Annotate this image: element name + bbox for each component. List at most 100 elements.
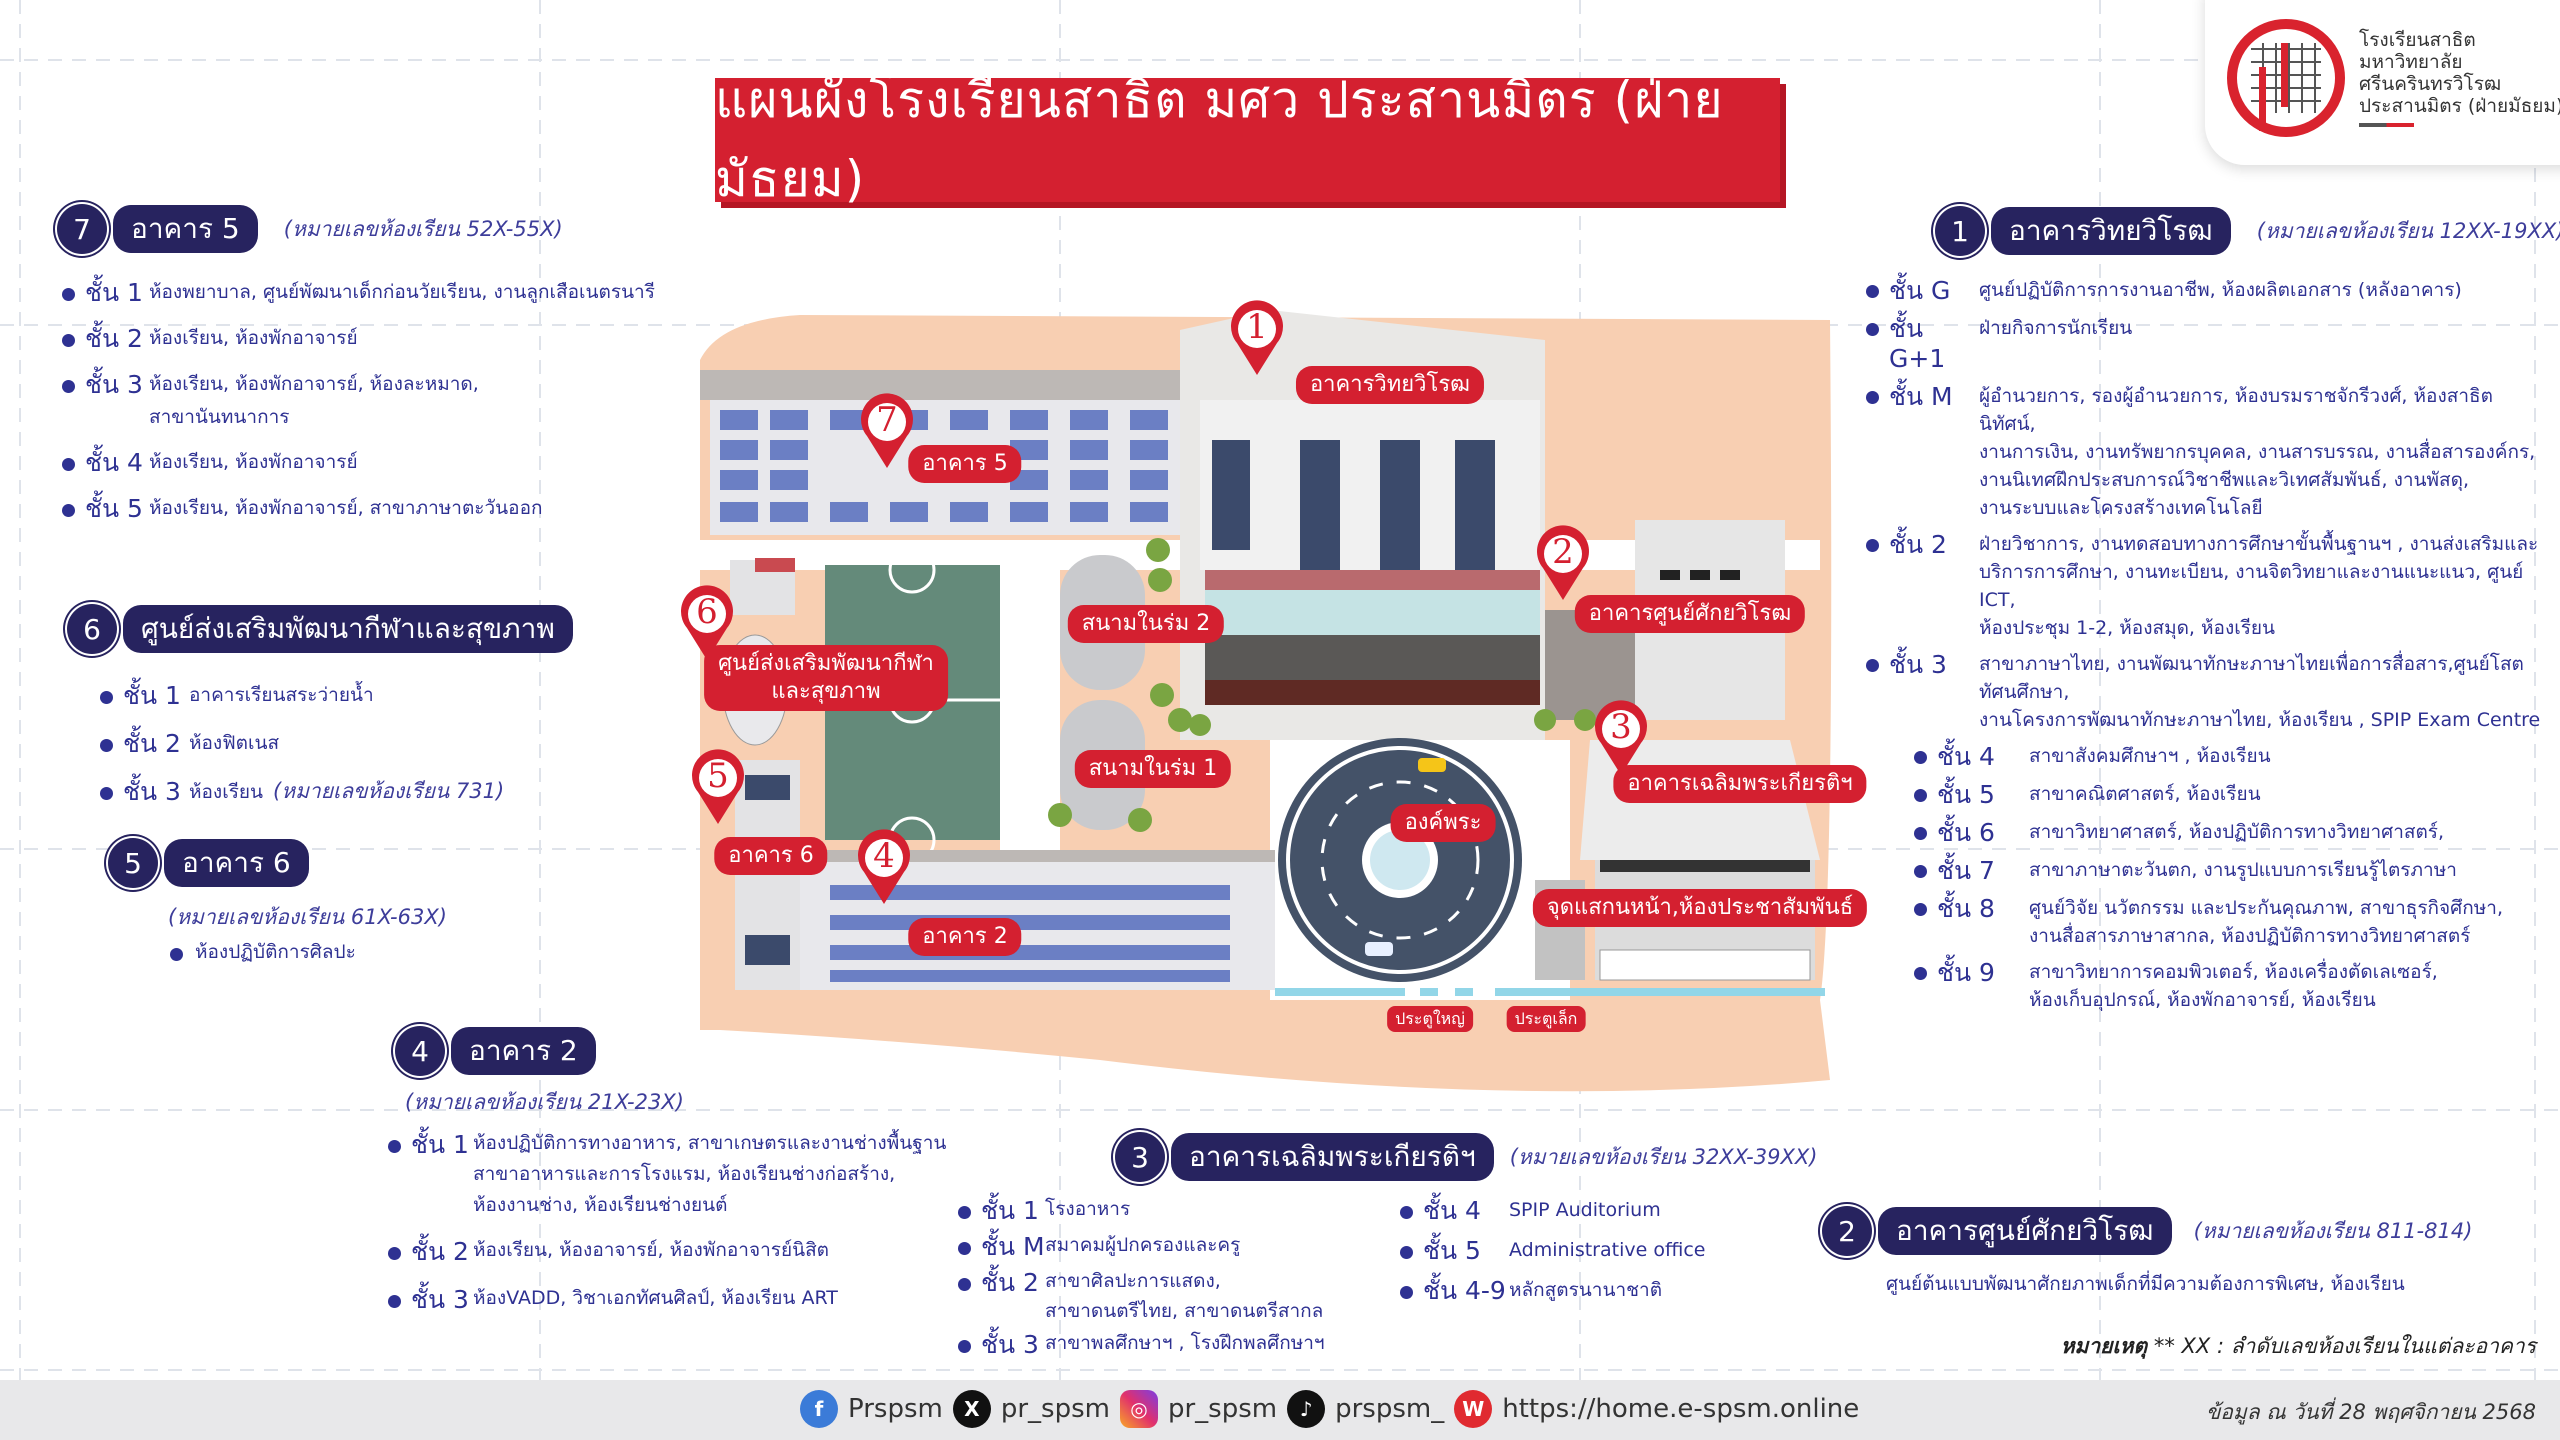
bullet (958, 1242, 971, 1255)
facebook-handle[interactable]: Prspsm (848, 1394, 943, 1424)
description-line: อาคารเรียนสระว่ายน้ำ (189, 684, 374, 706)
bullet (1400, 1246, 1413, 1259)
floor-label: ชั้น 2 (1889, 530, 1947, 559)
description-line: ห้องเรียน, ห้องพักอาจารย์ (149, 327, 358, 349)
description-line: สาขานันทนาการ (149, 406, 290, 428)
map-pin-4[interactable]: 4 (858, 829, 910, 904)
map-pin-1[interactable]: 1 (1231, 300, 1283, 375)
remark-label: หมายเหตุ (2060, 1334, 2148, 1358)
instagram-handle[interactable]: pr_spsm (1167, 1394, 1278, 1424)
map-pin-3[interactable]: 3 (1595, 700, 1647, 775)
floor-description: สมาคมผู้ปกครองและครู (1045, 1230, 1240, 1260)
x-icon[interactable]: X (952, 1390, 991, 1428)
section-header-building-5: 7 อาคาร 5 (หมายเลขห้องเรียน 52X-55X) (57, 204, 563, 254)
floor-description: ห้องฟิตเนส (189, 727, 279, 760)
map-label-building-2[interactable]: อาคาร 2 (908, 918, 1022, 956)
line-text: ห้องเรียน (189, 781, 264, 803)
section-number: 4 (395, 1026, 445, 1076)
section-number: 5 (108, 838, 158, 888)
description-line: ห้องVADD, วิชาเอกทัศนศิลป์, ห้องเรียน AR… (473, 1287, 838, 1309)
bullet (62, 504, 75, 517)
bullet (1914, 789, 1927, 802)
map-pin-7[interactable]: 7 (861, 393, 913, 468)
map-label-face-scan-pr[interactable]: จุดแสกนหน้า,ห้องประชาสัมพันธ์ (1532, 889, 1868, 927)
bullet (1914, 865, 1927, 878)
description-line: สาขาดนตรีไทย, สาขาดนตรีสากล (1045, 1300, 1324, 1322)
description-line: ศูนย์วิจัย นวัตกรรม และประกันคุณภาพ, สาข… (2029, 897, 2503, 919)
map-label-indoor-court-1[interactable]: สนามในร่ม 1 (1074, 750, 1232, 788)
bullet (388, 1247, 401, 1260)
map-pin-icon (692, 749, 744, 824)
floor-label: ชั้น 1 (85, 278, 143, 307)
map-pin-icon (1231, 300, 1283, 375)
room-number-note: (หมายเลขห้องเรียน 61X-63X) (168, 905, 447, 929)
floor-label: ชั้น M (1889, 382, 1953, 411)
pin-number: 6 (696, 592, 718, 632)
map-label-small-gate[interactable]: ประตูเล็ก (1506, 1006, 1586, 1032)
x-handle[interactable]: pr_spsm (1000, 1394, 1110, 1424)
description-line: ห้องงานช่าง, ห้องเรียนช่างยนต์ (473, 1194, 728, 1216)
map-label-sakayavirot[interactable]: อาคารศูนย์ศักยวิโรฒ (1574, 595, 1806, 633)
bullet (1400, 1206, 1413, 1219)
floor-label: ชั้น 4 (85, 448, 143, 477)
map-label-buddha-statue[interactable]: องค์พระ (1390, 804, 1496, 842)
website-icon[interactable]: W (1454, 1390, 1493, 1428)
map-pin-5[interactable]: 5 (692, 749, 744, 824)
school-logo: โรงเรียนสาธิต มหาวิทยาลัยศรีนครินทรวิโรฒ… (2205, 0, 2560, 165)
map-pin-2[interactable]: 2 (1537, 525, 1589, 600)
description-line: บริการการศึกษา, งานทะเบียน, งานจิตวิทยาแ… (1979, 561, 2524, 611)
map-label-indoor-court-2[interactable]: สนามในร่ม 2 (1067, 605, 1225, 643)
facebook-icon[interactable]: f (800, 1390, 838, 1428)
map-label-building-6[interactable]: อาคาร 6 (714, 837, 828, 875)
description-line: สาขาพลศึกษาฯ , โรงฝึกพลศึกษาฯ (1045, 1332, 1325, 1354)
floor-label: ชั้น G (1889, 276, 1951, 305)
floor-label: ชั้น 2 (411, 1237, 469, 1266)
social-links: f Prspsm X pr_spsm ◎ pr_spsm ♪ prspsm_ W… (800, 1390, 1859, 1428)
floor-label: ชั้น 2 (85, 324, 143, 353)
description-line: สาขาภาษาตะวันตก, งานรูปแบบการเรียนรู้ไตร… (2029, 859, 2457, 881)
description-line: ห้องฟิตเนส (189, 732, 280, 754)
bullet (1914, 967, 1927, 980)
description-line: ห้องเรียน, ห้องอาจารย์, ห้องพักอาจารย์นิ… (473, 1239, 830, 1261)
map-pin-6[interactable]: 6 (681, 585, 733, 660)
room-number-note: (หมายเลขห้องเรียน 52X-55X) (283, 216, 563, 241)
website-link[interactable]: https://home.e-spsm.online (1502, 1394, 1860, 1424)
map-label-chaloem[interactable]: อาคารเฉลิมพระเกียรติฯ (1613, 765, 1867, 803)
description-line: ฝ่ายกิจการนักเรียน (1979, 317, 2133, 339)
bullet (1866, 285, 1879, 298)
map-label-building-5[interactable]: อาคาร 5 (908, 445, 1022, 483)
floor-description: สาขาสังคมศึกษาฯ , ห้องเรียน (2029, 742, 2271, 770)
floor-label: ชั้น 3 (1889, 650, 1947, 679)
bullet (388, 1295, 401, 1308)
pin-number: 1 (1246, 307, 1268, 347)
map-label-vithayavirot[interactable]: อาคารวิทยวิโรฒ (1295, 366, 1485, 404)
map-pin-icon (858, 829, 910, 904)
logo-line-1: โรงเรียนสาธิต (2359, 28, 2476, 51)
floor-description: ห้องเรียน(หมายเลขห้องเรียน 731) (189, 775, 504, 809)
tiktok-icon[interactable]: ♪ (1287, 1390, 1326, 1428)
map-label-sport-center[interactable]: ศูนย์ส่งเสริมพัฒนากีฬาและสุขภาพ (704, 645, 948, 711)
room-number-note: (หมายเลขห้องเรียน 32XX-39XX) (1509, 1144, 1818, 1169)
floor-description: ห้องเรียน, ห้องพักอาจารย์, ห้องละหมาด,สา… (149, 368, 479, 434)
description-line: งานการเงิน, งานทรัพยากรบุคคล, งานสารบรรณ… (1979, 441, 2536, 463)
floor-label: ชั้น 3 (411, 1285, 469, 1314)
room-number-note: (หมายเลขห้องเรียน 811-814) (2193, 1218, 2473, 1243)
floor-label: ชั้น 5 (1423, 1236, 1481, 1265)
bullet (1866, 323, 1879, 336)
pin-number: 7 (876, 400, 898, 440)
bullet (958, 1278, 971, 1291)
map-label-main-gate[interactable]: ประตูใหญ่ (1387, 1006, 1473, 1032)
floor-description: โรงอาหาร (1045, 1194, 1130, 1224)
tiktok-handle[interactable]: prspsm_ (1335, 1394, 1445, 1424)
instagram-icon[interactable]: ◎ (1119, 1390, 1158, 1428)
description-line: ฝ่ายวิชาการ, งานทดสอบทางการศึกษาขั้นพื้น… (1979, 533, 2539, 555)
